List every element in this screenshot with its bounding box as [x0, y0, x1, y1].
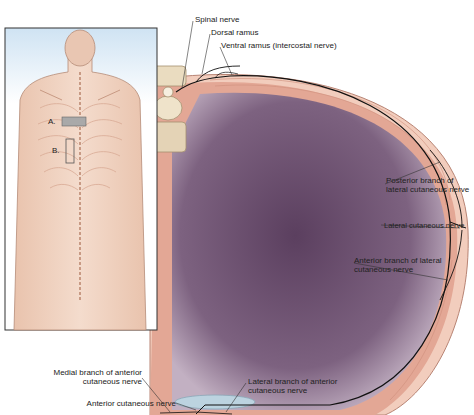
sternum	[175, 395, 255, 409]
leader-lines	[142, 21, 460, 412]
anatomy-label: Anterior branch of lateral cutaneous ner…	[354, 256, 458, 274]
back-view-inset	[5, 28, 157, 330]
anatomy-label: Dorsal ramus	[211, 28, 259, 37]
anatomy-label: Posterior branch of lateral cutaneous ne…	[386, 176, 470, 194]
thoracic-cavity	[172, 93, 446, 410]
anatomy-label: Spinal nerve	[195, 15, 239, 24]
intercostal-nerve	[160, 66, 466, 414]
anatomy-label: A.	[48, 117, 56, 126]
anatomy-label: Ventral ramus (intercostal nerve)	[221, 41, 337, 50]
anatomy-label: Lateral cutaneous nerve	[384, 221, 464, 230]
body-wall	[150, 74, 468, 415]
anatomy-label: Medial branch of anterior cutaneous nerv…	[36, 368, 142, 386]
muscle-layer	[150, 82, 457, 415]
anatomy-label: Anterior cutaneous nerve	[87, 399, 176, 408]
anatomy-label: Lateral branch of anterior cutaneous ner…	[248, 377, 354, 395]
anatomy-label: B.	[52, 146, 60, 155]
